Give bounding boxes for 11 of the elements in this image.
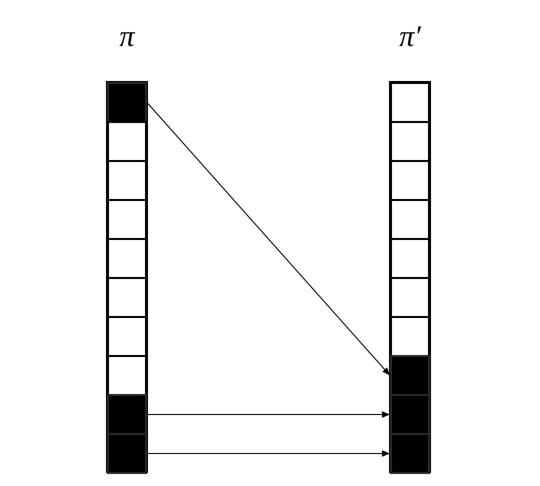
filled-array-cell [390, 433, 430, 474]
array-title: π′ [398, 20, 422, 54]
filled-array-cell [107, 394, 147, 435]
filled-array-cell [107, 82, 147, 123]
filled-array-cell [390, 394, 430, 435]
arrow [146, 450, 390, 457]
arrow [146, 102, 390, 376]
array-title: π [118, 20, 136, 54]
arrow [146, 411, 390, 418]
filled-array-cell [107, 433, 147, 474]
filled-array-cell [390, 355, 430, 396]
